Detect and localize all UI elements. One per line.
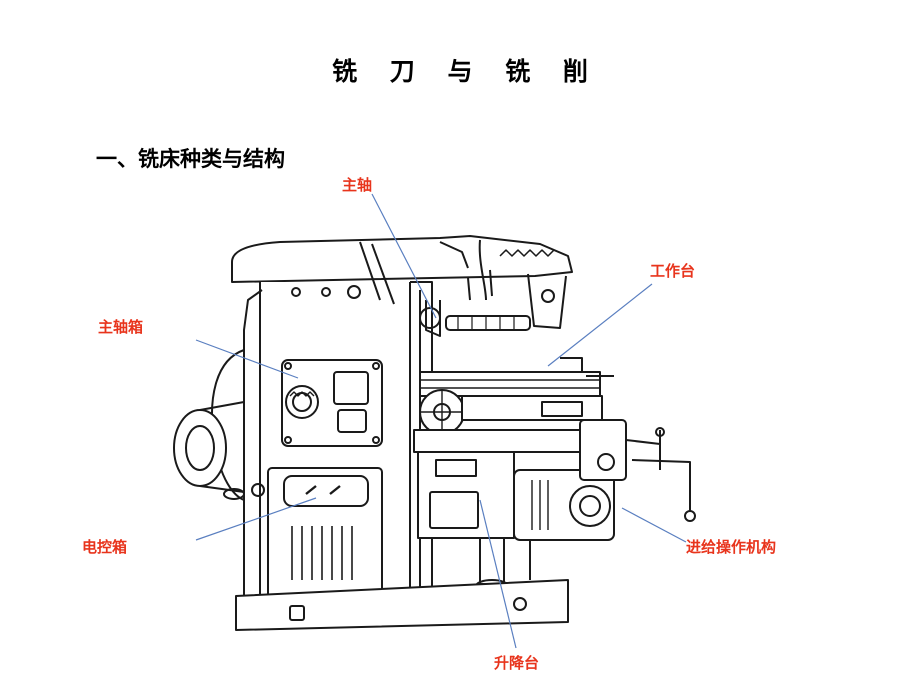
label-spindle: 主轴	[342, 176, 373, 194]
page-title: 铣 刀 与 铣 削	[332, 57, 600, 86]
machine-drawing	[173, 235, 696, 631]
leader-electric-box	[195, 497, 317, 541]
leader-lines	[195, 193, 687, 649]
label-lifting-table: 升降台	[494, 654, 540, 672]
label-worktable: 工作台	[650, 262, 696, 280]
section-heading: 一、铣床种类与结构	[96, 147, 285, 171]
leader-feed-mechanism	[621, 507, 687, 543]
leader-spindle	[371, 193, 437, 319]
label-feed-mechanism: 进给操作机构	[686, 538, 777, 556]
label-electric-box: 电控箱	[82, 538, 128, 556]
leader-spindle-box	[195, 339, 299, 379]
label-spindle-box: 主轴箱	[98, 318, 144, 336]
leader-lifting-table	[479, 499, 517, 649]
leader-worktable	[547, 283, 653, 367]
